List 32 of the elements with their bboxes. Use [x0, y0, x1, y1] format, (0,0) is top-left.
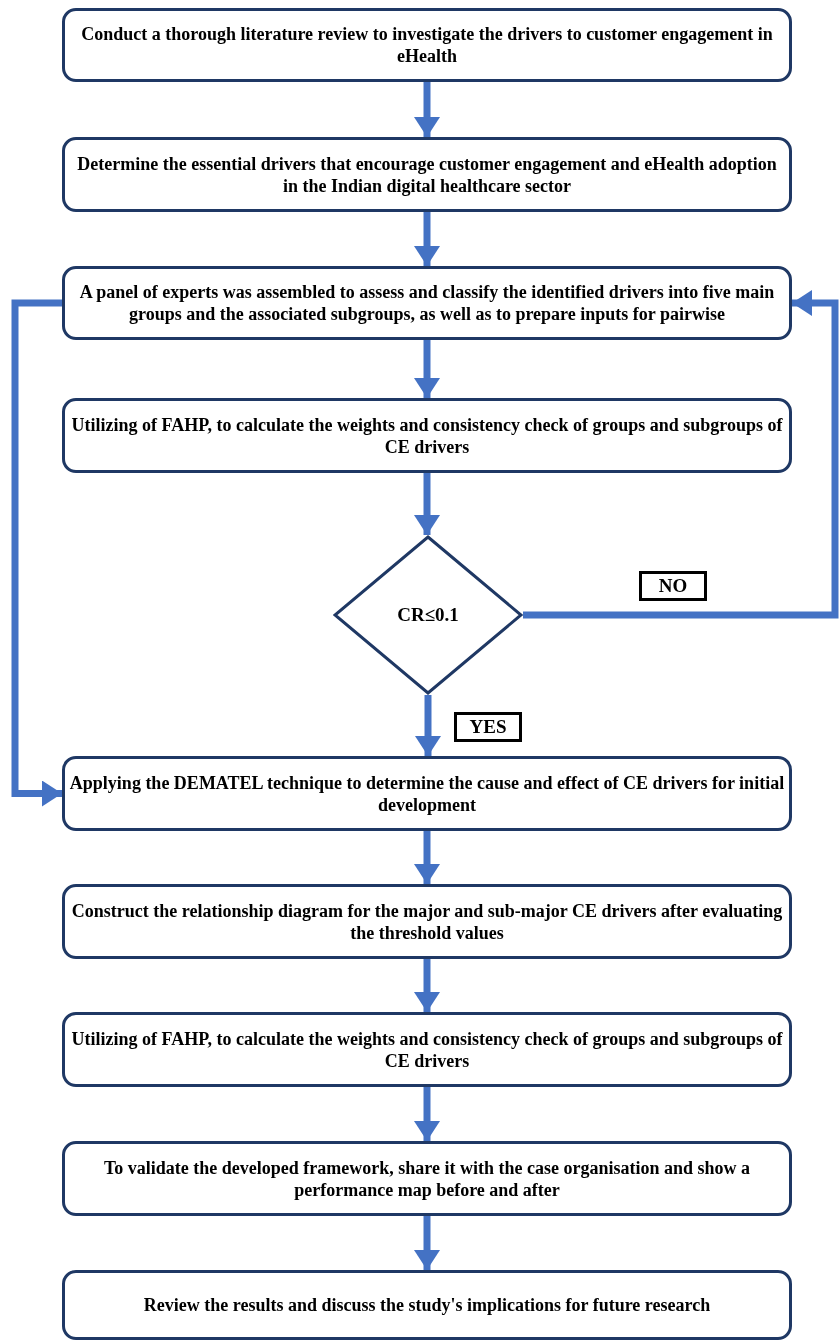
- process-text: Construct the relationship diagram for the major and sub-major CE drivers after evaluating the threshold values: [70, 899, 784, 944]
- process-box: [62, 266, 792, 340]
- edge-label: NO: [639, 571, 707, 601]
- process-text: Applying the DEMATEL technique to determine the cause and effect of CE drivers for initial development: [69, 771, 785, 816]
- process-box: [62, 884, 792, 959]
- arrow: [11, 299, 62, 807]
- process-box: [62, 756, 792, 831]
- process-text: Review the results and discuss the study's implications for future research: [143, 1294, 711, 1316]
- process-box: [62, 1012, 792, 1087]
- arrow: [414, 82, 440, 137]
- arrow: [414, 1216, 440, 1270]
- arrow: [414, 959, 440, 1012]
- process-box: [62, 1270, 792, 1340]
- process-text: To validate the developed framework, share it with the case organisation and show a performance map before and after: [103, 1156, 751, 1201]
- arrow: [414, 212, 440, 266]
- decision-text: CR≤0.1: [397, 602, 459, 627]
- arrow: [523, 290, 839, 619]
- process-text: Utilizing of FAHP, to calculate the weights and consistency check of groups and subgroups of CE drivers: [70, 1027, 784, 1072]
- process-text: Utilizing of FAHP, to calculate the weights and consistency check of groups and subgroups of CE drivers: [70, 413, 784, 458]
- process-box: [62, 1141, 792, 1216]
- process-text: A panel of experts was assembled to assess and classify the identified drivers into five main groups and the associated subgroups, as well as to prepare inputs for pairwise: [78, 281, 776, 325]
- edge-label: YES: [454, 712, 522, 742]
- process-text: Conduct a thorough literature review to investigate the drivers to customer engagement in eHealth: [80, 23, 774, 67]
- process-box: [62, 398, 792, 473]
- arrow: [414, 1087, 440, 1141]
- arrow: [415, 695, 441, 756]
- arrow: [414, 831, 440, 884]
- arrow: [414, 340, 440, 398]
- process-box: [62, 8, 792, 82]
- process-text: Determine the essential drivers that encourage customer engagement and eHealth adoption in the Indian digital healthcare sector: [76, 152, 778, 197]
- process-box: [62, 137, 792, 212]
- arrow: [414, 473, 440, 535]
